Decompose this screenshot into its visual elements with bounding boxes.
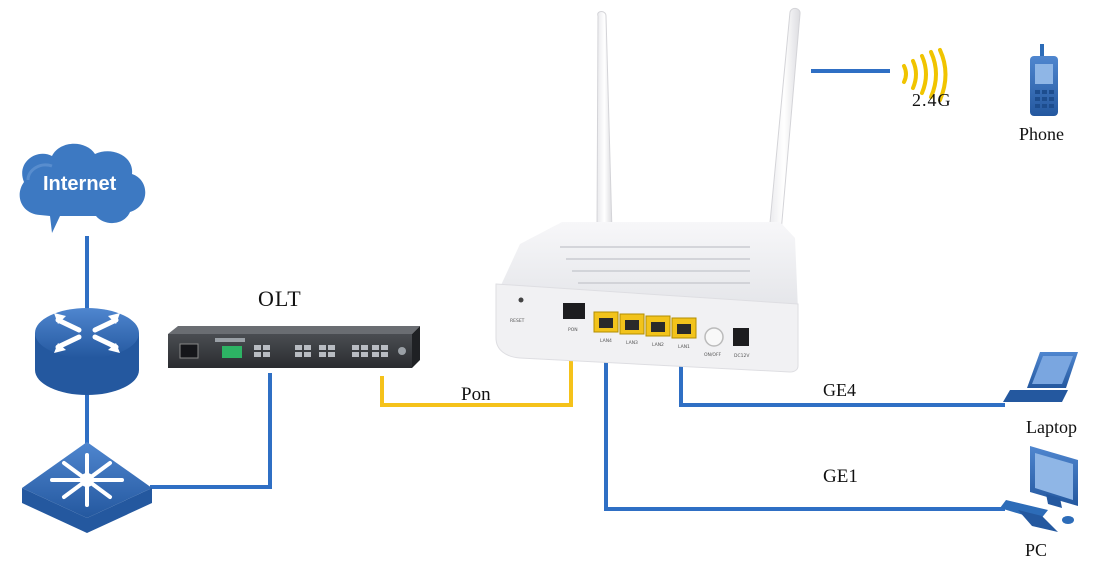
phone-label: Phone xyxy=(1019,124,1064,144)
laptop-label: Laptop xyxy=(1026,417,1077,437)
phone-icon xyxy=(1030,44,1058,116)
pc-icon xyxy=(1000,446,1078,532)
link-olt-onu-pon xyxy=(380,338,573,407)
wifi-band-label: 2.4G xyxy=(912,90,952,110)
switch-icon xyxy=(22,442,152,533)
olt-device xyxy=(168,326,420,368)
connection-lines xyxy=(85,69,1005,511)
port-label-dc: DC12V xyxy=(734,353,750,359)
link-switch-olt xyxy=(150,373,272,489)
port-label-pon: PON xyxy=(568,327,578,333)
wifi-signal-icon xyxy=(902,48,948,102)
link-onu-pc-ge1 xyxy=(604,343,1005,511)
antenna-right xyxy=(767,7,801,245)
port-label-power-switch: ON/OFF xyxy=(704,352,722,358)
link-onu-laptop-ge4 xyxy=(679,356,1005,407)
ge1-link-label: GE1 xyxy=(823,466,858,487)
onu-router-device xyxy=(495,7,801,373)
antenna-left xyxy=(596,11,613,233)
internet-label: Internet xyxy=(43,173,117,195)
pon-link-label: Pon xyxy=(461,384,491,405)
laptop-icon xyxy=(1003,352,1078,402)
port-label-lan1: LAN1 xyxy=(678,344,690,350)
port-label-lan2: LAN2 xyxy=(652,342,664,348)
ge4-link-label: GE4 xyxy=(823,380,856,400)
internet-cloud-icon xyxy=(19,143,146,233)
port-label-reset: RESET xyxy=(510,318,525,324)
olt-label: OLT xyxy=(258,286,302,311)
pc-label: PC xyxy=(1025,540,1048,560)
port-label-lan4: LAN4 xyxy=(600,338,612,344)
core-router-icon xyxy=(35,308,139,395)
port-label-lan3: LAN3 xyxy=(626,340,638,346)
